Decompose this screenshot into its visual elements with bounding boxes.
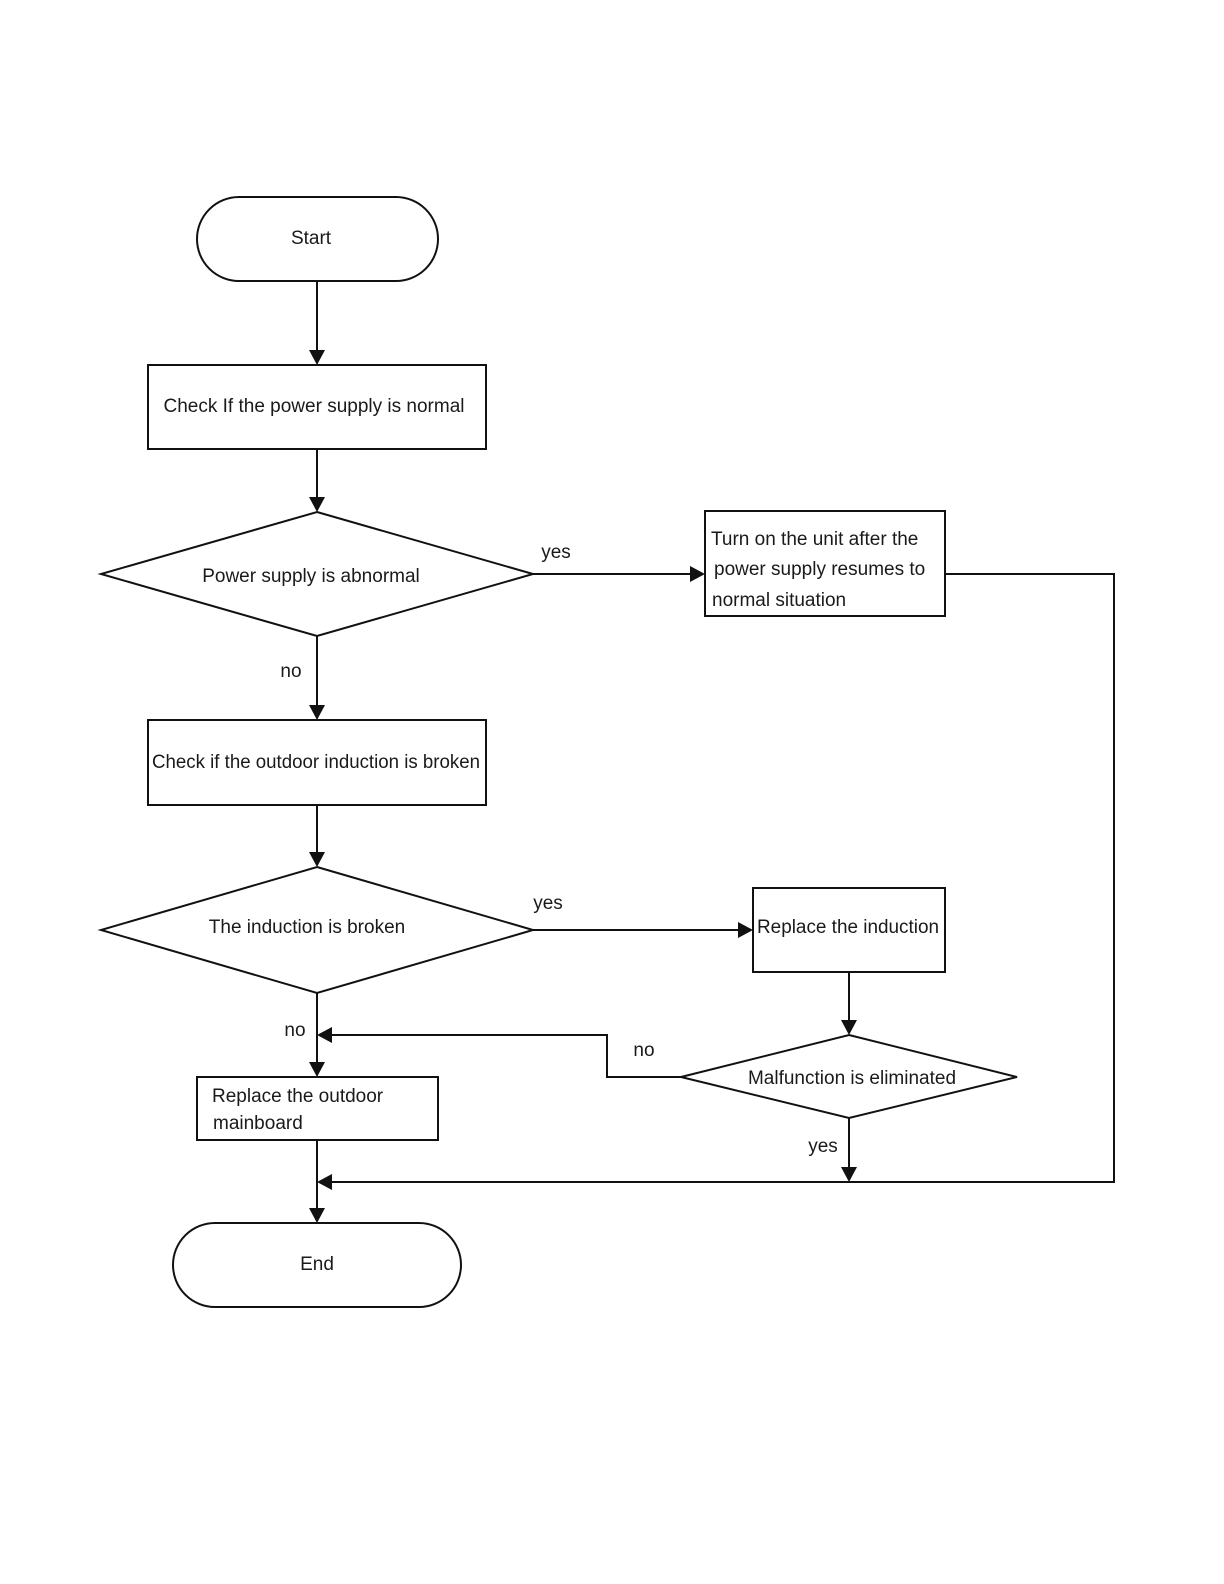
arrowhead-turn-on-unit [690,566,705,582]
edge-label-power-yes: yes [541,542,571,563]
arrowhead-check-power [309,350,325,365]
end-terminal [172,1222,462,1308]
induction-broken-label: The induction is broken [209,917,405,938]
node-turn-on-unit: Turn on the unit after the power supply … [704,510,946,617]
replace-induction-label: Replace the induction [757,917,939,938]
power-abnormal-label: Power supply is abnormal [202,566,420,587]
edge-label-malfunction-no: no [633,1040,654,1061]
edge-label-induction-yes: yes [533,893,563,914]
connector-turn-on-return [332,573,1115,1183]
malfunction-eliminated-diamond [680,1033,1018,1120]
edge-label-malfunction-yes: yes [808,1136,838,1157]
check-power-label: Check If the power supply is normal [164,396,465,417]
power-abnormal-diamond [97,510,537,638]
arrowhead-check-induction [309,705,325,720]
node-start: Start [196,196,439,282]
edge-label-power-no: no [280,661,301,682]
turn-on-unit-line-1: Turn on the unit after the [711,529,918,550]
node-replace-induction: Replace the induction [752,887,946,973]
node-replace-mainboard: Replace the outdoor mainboard [196,1076,439,1141]
end-label: End [300,1254,334,1275]
check-power-box [147,364,487,450]
node-check-induction: Check if the outdoor induction is broken [147,719,487,806]
node-malfunction-eliminated: Malfunction is eliminated [680,1033,1018,1120]
arrowhead-end [309,1208,325,1223]
node-check-power: Check If the power supply is normal [147,364,487,450]
start-terminal [196,196,439,282]
check-induction-label: Check if the outdoor induction is broken [152,752,480,773]
edge-label-induction-no: no [284,1020,305,1041]
node-induction-broken: The induction is broken [97,865,537,995]
start-label: Start [291,228,332,249]
arrowhead-power-decision [309,497,325,512]
arrowhead-malfunction-yes [841,1167,857,1182]
connector-malfunction-no [332,1034,681,1078]
arrowhead-malfunction-no [317,1027,332,1043]
replace-induction-box [752,887,946,973]
induction-broken-diamond [97,865,537,995]
arrowhead-merge [317,1174,332,1190]
turn-on-unit-box [704,510,946,617]
arrowhead-replace-mainboard [309,1062,325,1077]
node-power-abnormal: Power supply is abnormal [97,510,537,638]
arrowhead-replace-induction [738,922,753,938]
replace-mainboard-box [196,1076,439,1141]
check-induction-box [147,719,487,806]
node-end: End [172,1222,462,1308]
connectors [309,281,1115,1223]
turn-on-unit-line-2: power supply resumes to [714,559,925,580]
replace-mainboard-line-2: mainboard [213,1113,303,1134]
arrowhead-induction-decision [309,852,325,867]
turn-on-unit-line-3: normal situation [712,590,846,611]
edge-labels: yes no yes no no yes [280,542,837,1157]
malfunction-eliminated-label: Malfunction is eliminated [748,1068,956,1089]
replace-mainboard-line-1: Replace the outdoor [212,1086,384,1107]
arrowhead-malfunction-decision [841,1020,857,1035]
